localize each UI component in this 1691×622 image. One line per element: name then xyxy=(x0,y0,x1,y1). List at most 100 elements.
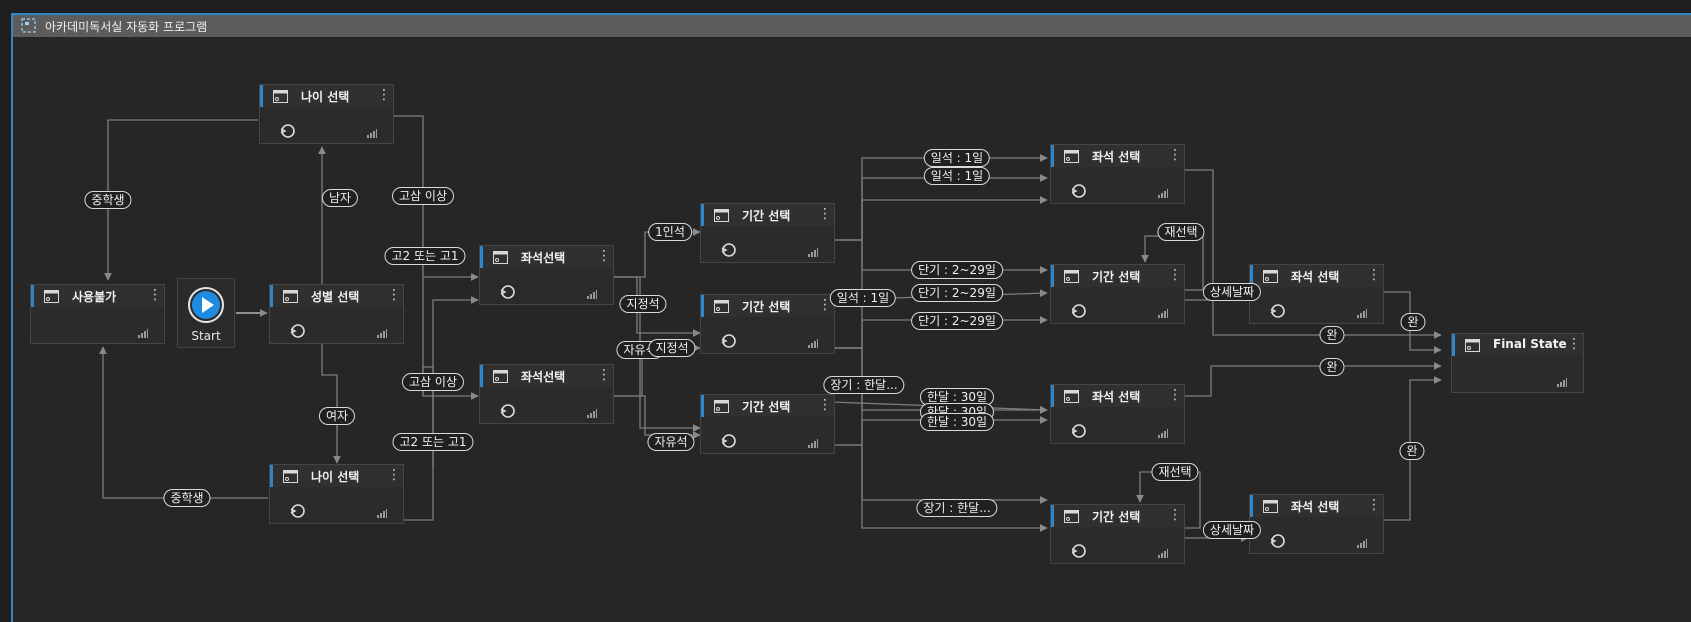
node-seat-r3[interactable]: 좌석 선택 ⋮ xyxy=(1050,384,1185,444)
edge-label[interactable]: 단기 : 2~29일 xyxy=(911,312,1003,330)
node-period-1[interactable]: 기간 선택 ⋮ xyxy=(700,203,835,263)
node-header: 기간 선택 ⋮ xyxy=(701,295,834,317)
edge-daily-2 xyxy=(831,174,1048,241)
bars-icon xyxy=(808,339,818,348)
edge-label[interactable]: 재선택 xyxy=(1157,223,1205,241)
edge-label[interactable]: 완 xyxy=(1319,358,1345,376)
edge-label[interactable]: 자유석 xyxy=(647,433,695,451)
node-seat-b[interactable]: 좌석선택 ⋮ xyxy=(479,364,614,424)
edge-label[interactable]: 단기 : 2~29일 xyxy=(911,284,1003,302)
start-node[interactable]: Start xyxy=(177,278,235,348)
more-vertical-icon[interactable]: ⋮ xyxy=(148,287,162,303)
edge-label[interactable]: 완 xyxy=(1399,442,1425,460)
edge-label[interactable]: 중학생 xyxy=(84,191,132,209)
more-vertical-icon[interactable]: ⋮ xyxy=(1367,497,1381,513)
more-vertical-icon[interactable]: ⋮ xyxy=(1567,336,1581,352)
state-icon xyxy=(1064,510,1079,523)
more-vertical-icon[interactable]: ⋮ xyxy=(1168,387,1182,403)
edge-label[interactable]: 지정석 xyxy=(619,295,667,313)
node-header: 좌석 선택 ⋮ xyxy=(1250,495,1383,517)
state-icon xyxy=(714,209,729,222)
bars-icon xyxy=(1158,309,1168,318)
entry-icon xyxy=(1071,544,1086,558)
edge-label[interactable]: 남자 xyxy=(321,189,359,207)
node-header: 좌석 선택 ⋮ xyxy=(1051,385,1184,407)
node-seat-r1[interactable]: 좌석 선택 ⋮ xyxy=(1050,144,1185,204)
edge-label[interactable]: 상세날짜 xyxy=(1202,521,1262,539)
node-period-r4[interactable]: 기간 선택 ⋮ xyxy=(1050,504,1185,564)
more-vertical-icon[interactable]: ⋮ xyxy=(387,287,401,303)
edge-label[interactable]: 상세날짜 xyxy=(1202,283,1262,301)
more-vertical-icon[interactable]: ⋮ xyxy=(1168,267,1182,283)
more-vertical-icon[interactable]: ⋮ xyxy=(1367,267,1381,283)
edge-label[interactable]: 완 xyxy=(1319,326,1345,344)
edge-label[interactable]: 일석 : 1일 xyxy=(923,149,991,167)
more-vertical-icon[interactable]: ⋮ xyxy=(387,467,401,483)
edge-label[interactable]: 여자 xyxy=(318,407,356,425)
bars-icon xyxy=(377,509,387,518)
node-title: 좌석 선택 xyxy=(1291,500,1340,514)
node-seat-a[interactable]: 좌석선택 ⋮ xyxy=(479,245,614,305)
entry-icon xyxy=(290,504,305,518)
more-vertical-icon[interactable]: ⋮ xyxy=(1168,147,1182,163)
node-title: 성별 선택 xyxy=(311,290,360,304)
bars-icon xyxy=(1357,539,1367,548)
edge-label[interactable]: 단기 : 2~29일 xyxy=(911,261,1003,279)
node-header: 성별 선택 ⋮ xyxy=(270,285,403,307)
edge-label[interactable]: 장기 : 한달... xyxy=(823,376,905,394)
node-title: 나이 선택 xyxy=(301,90,350,104)
node-period-3[interactable]: 기간 선택 ⋮ xyxy=(700,394,835,454)
edge-female xyxy=(321,343,341,464)
edge-label[interactable]: 고삼 이상 xyxy=(392,187,454,205)
node-unavailable[interactable]: 사용불가 ⋮ xyxy=(30,284,165,344)
more-vertical-icon[interactable]: ⋮ xyxy=(597,367,611,383)
more-vertical-icon[interactable]: ⋮ xyxy=(818,206,832,222)
edge-label[interactable]: 1인석 xyxy=(648,223,692,241)
entry-icon xyxy=(721,434,736,448)
more-vertical-icon[interactable]: ⋮ xyxy=(597,248,611,264)
bars-icon xyxy=(1357,309,1367,318)
state-icon xyxy=(1263,270,1278,283)
more-vertical-icon[interactable]: ⋮ xyxy=(1168,507,1182,523)
edge-label[interactable]: 중학생 xyxy=(163,489,211,507)
edge-middle-bottom xyxy=(99,346,268,499)
node-title: 좌석선택 xyxy=(521,251,566,265)
edge-label[interactable]: 지정석 xyxy=(648,339,696,357)
edge-middle-top xyxy=(104,119,258,281)
node-seat-f2[interactable]: 좌석 선택 ⋮ xyxy=(1249,494,1384,554)
play-icon xyxy=(188,287,224,323)
edge-label[interactable]: 일석 : 1일 xyxy=(923,167,991,185)
node-title: 기간 선택 xyxy=(742,300,791,314)
state-icon xyxy=(714,400,729,413)
node-period-2[interactable]: 기간 선택 ⋮ xyxy=(700,294,835,354)
edge-label[interactable]: 고2 또는 고1 xyxy=(384,247,466,265)
state-icon xyxy=(1263,500,1278,513)
more-vertical-icon[interactable]: ⋮ xyxy=(818,297,832,313)
node-age-bottom[interactable]: 나이 선택 ⋮ xyxy=(269,464,404,524)
node-seat-f1[interactable]: 좌석 선택 ⋮ xyxy=(1249,264,1384,324)
node-title: 좌석선택 xyxy=(521,370,566,384)
node-title: 기간 선택 xyxy=(742,209,791,223)
node-age-top[interactable]: 나이 선택 ⋮ xyxy=(259,84,394,144)
edge-label[interactable]: 한달 : 30일 xyxy=(919,413,995,431)
more-vertical-icon[interactable]: ⋮ xyxy=(818,397,832,413)
window-icon xyxy=(21,18,36,33)
edge-label[interactable]: 고삼 이상 xyxy=(402,373,464,391)
node-gender[interactable]: 성별 선택 ⋮ xyxy=(269,284,404,344)
edge-label[interactable]: 일석 : 1일 xyxy=(829,289,897,307)
edge-label[interactable]: 재선택 xyxy=(1151,463,1199,481)
edge-label[interactable]: 한달 : 30일 xyxy=(919,388,995,406)
edge-label[interactable]: 완 xyxy=(1400,313,1426,331)
edge-label[interactable]: 장기 : 한달... xyxy=(916,499,998,517)
state-icon xyxy=(493,251,508,264)
node-header: 좌석선택 ⋮ xyxy=(480,365,613,387)
node-header: 나이 선택 ⋮ xyxy=(260,85,393,107)
entry-icon xyxy=(290,324,305,338)
edge-high2-bottom xyxy=(403,296,479,521)
node-final-state[interactable]: Final State ⋮ xyxy=(1451,333,1584,393)
more-vertical-icon[interactable]: ⋮ xyxy=(377,87,391,103)
bars-icon xyxy=(1158,189,1168,198)
node-period-r2[interactable]: 기간 선택 ⋮ xyxy=(1050,264,1185,324)
node-header: 좌석선택 ⋮ xyxy=(480,246,613,268)
edge-label[interactable]: 고2 또는 고1 xyxy=(392,433,474,451)
